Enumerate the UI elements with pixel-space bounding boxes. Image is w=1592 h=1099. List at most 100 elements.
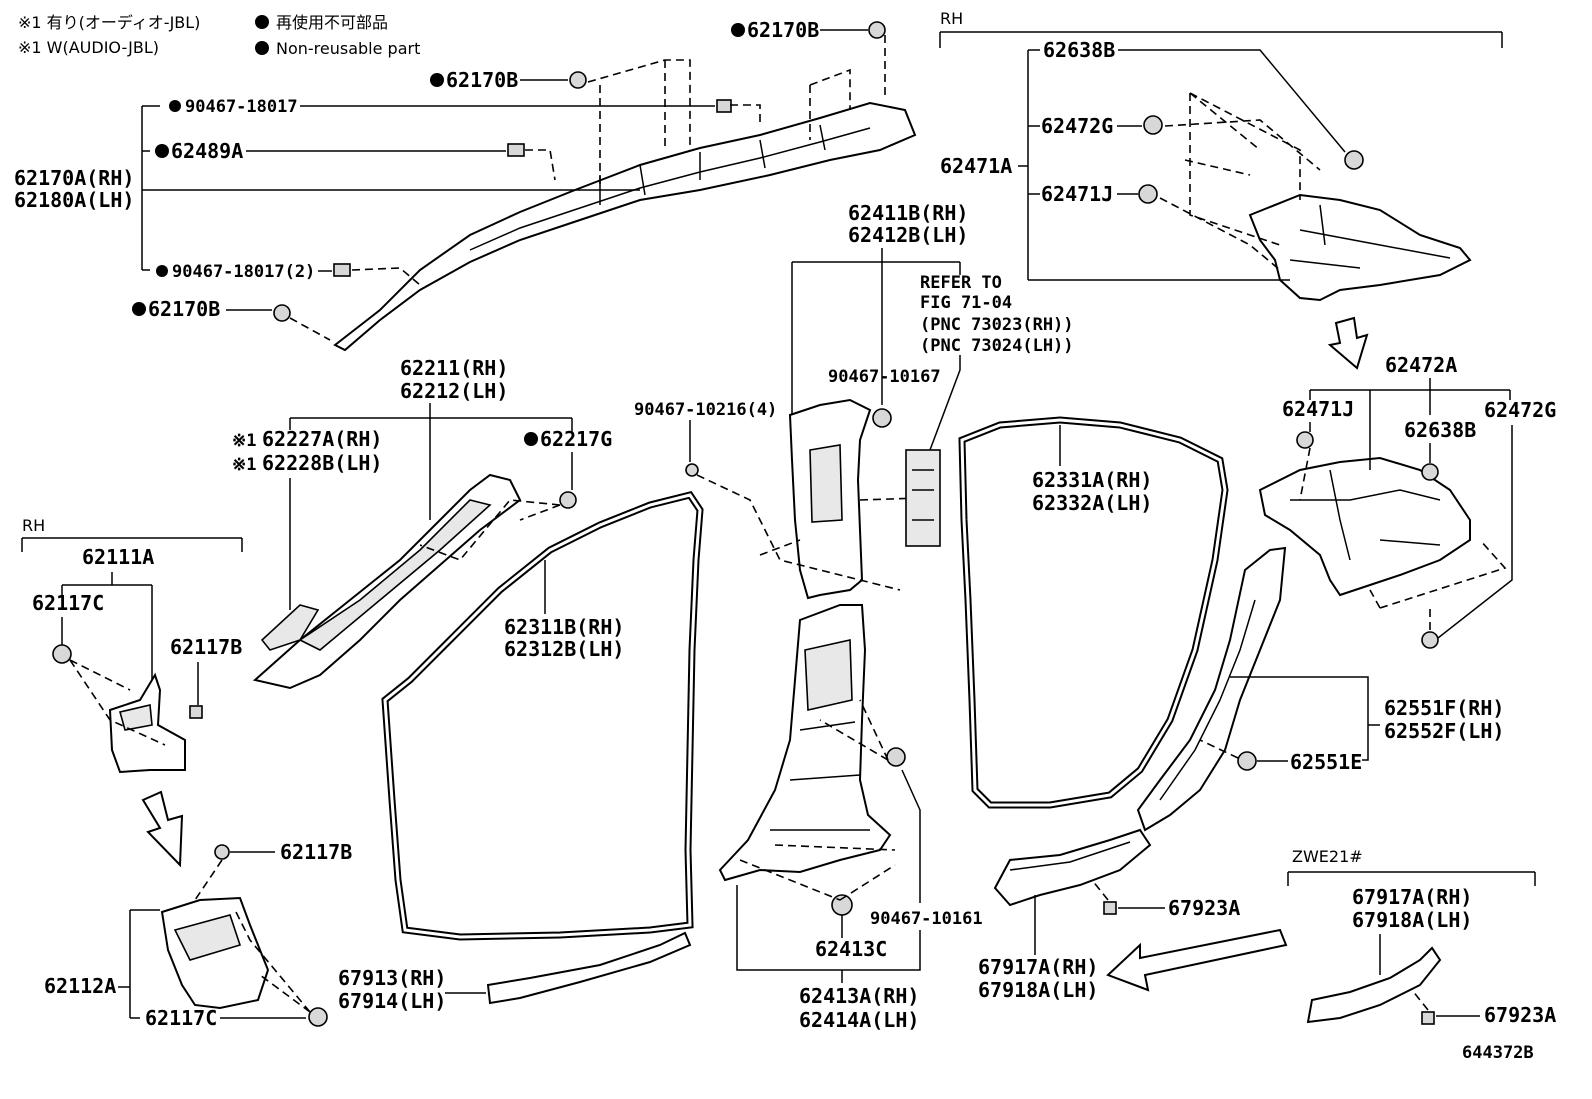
label-67914: 67914(LH) bbox=[338, 989, 446, 1013]
clip-67923A-right-icon[interactable] bbox=[1421, 1011, 1435, 1025]
label-62212: 62212(LH) bbox=[400, 379, 508, 403]
clip-90467-18017-2-icon[interactable] bbox=[333, 263, 351, 277]
rear-door-weatherstrip-group bbox=[958, 416, 1229, 809]
label-67913: 67913(RH) bbox=[338, 966, 446, 990]
roof-side-garnish-group bbox=[273, 21, 917, 352]
label-62414A: 62414A(LH) bbox=[799, 1008, 919, 1032]
clip-62472G-icon[interactable] bbox=[1143, 115, 1163, 135]
quarter-trim-lower[interactable] bbox=[1258, 456, 1471, 597]
clip-62170B-low-icon[interactable] bbox=[273, 304, 291, 322]
label-62227A: 62227A(RH) bbox=[262, 427, 382, 451]
label-refer-fig: FIG 71-04 bbox=[920, 293, 1012, 313]
label-62117C-top: 62117C bbox=[32, 591, 104, 615]
label-62111A: 62111A bbox=[82, 545, 154, 569]
clip-62117B-top-icon[interactable] bbox=[189, 705, 203, 719]
clip-62471J-mid-icon[interactable] bbox=[1296, 431, 1314, 449]
pillar-panel bbox=[809, 444, 843, 523]
label-62331A: 62331A(RH) bbox=[1032, 468, 1152, 492]
arrow-down-icon bbox=[141, 790, 184, 868]
clip-62117C-top-icon[interactable] bbox=[52, 644, 72, 664]
clip-62117C-low-icon[interactable] bbox=[308, 1007, 328, 1027]
label-62551F: 62551F(RH) bbox=[1384, 696, 1504, 720]
clip-62489A-icon[interactable] bbox=[507, 143, 525, 157]
rear-side-pillar-trim[interactable] bbox=[1136, 546, 1287, 832]
label-62311B: 62311B(RH) bbox=[504, 615, 624, 639]
label-rh-top: RH bbox=[940, 9, 963, 28]
non-reusable-dot-icon bbox=[169, 100, 181, 112]
pillar-garnish-inner bbox=[298, 499, 492, 651]
label-62312B: 62312B(LH) bbox=[504, 637, 624, 661]
label-62117C-low: 62117C bbox=[145, 1006, 217, 1030]
clip-62638B-icon[interactable] bbox=[1344, 150, 1364, 170]
note-jbl-en: ※1 W(AUDIO-JBL) bbox=[18, 38, 159, 57]
label-62552F: 62552F(LH) bbox=[1384, 719, 1504, 743]
label-refer-to: REFER TO bbox=[920, 273, 1002, 293]
clip-62472G-mid-icon[interactable] bbox=[1421, 631, 1439, 649]
label-90467-18017-2: 90467-18017(2) bbox=[172, 262, 315, 282]
non-reusable-dot-icon bbox=[132, 302, 146, 316]
clip-62638B-mid-icon[interactable] bbox=[1421, 463, 1439, 481]
label-62411B: 62411B(RH) bbox=[848, 201, 968, 225]
center-pillar-lower-group bbox=[718, 604, 906, 916]
clip-90467-18017-icon[interactable] bbox=[716, 99, 732, 113]
legend-en: Non-reusable part bbox=[276, 39, 420, 58]
label-67918A-mid: 67918A(LH) bbox=[978, 978, 1098, 1002]
label-62413A: 62413A(RH) bbox=[799, 984, 919, 1008]
label-62638B-mid: 62638B bbox=[1404, 418, 1476, 442]
label-67923A-mid: 67923A bbox=[1168, 896, 1240, 920]
quarter-trim-upper[interactable] bbox=[1248, 193, 1472, 302]
clip-62471J-icon[interactable] bbox=[1138, 184, 1158, 204]
quarter-trim-lower-group bbox=[1258, 431, 1507, 649]
label-62170B-top: 62170B bbox=[747, 18, 819, 42]
label-62551E: 62551E bbox=[1290, 750, 1362, 774]
clip-62551E-icon[interactable] bbox=[1237, 751, 1257, 771]
label-62472G-top: 62472G bbox=[1041, 114, 1113, 138]
clip-90467-10216-icon[interactable] bbox=[685, 463, 699, 477]
label-62170A: 62170A(RH) bbox=[14, 166, 134, 190]
cowl-lower-panel bbox=[173, 914, 242, 961]
label-refer-pnc-rh: (PNC 73023(RH)) bbox=[920, 315, 1074, 335]
label-62217G: 62217G bbox=[540, 427, 612, 451]
clip-62117B-low-icon[interactable] bbox=[214, 844, 230, 860]
non-reusable-dot-icon bbox=[255, 15, 269, 29]
label-62170B-low: 62170B bbox=[148, 297, 220, 321]
non-reusable-dot-icon bbox=[156, 265, 168, 277]
garnish-detail-line bbox=[469, 127, 871, 251]
lower-pillar-panel bbox=[804, 639, 853, 711]
speaker-grille[interactable] bbox=[260, 604, 320, 651]
roof-side-garnish[interactable] bbox=[333, 101, 917, 352]
label-refer-pnc-lh: (PNC 73024(LH)) bbox=[920, 336, 1074, 356]
arrow-left-icon bbox=[1106, 928, 1288, 992]
clip-90467-10161-icon[interactable] bbox=[886, 747, 906, 767]
legend-jp: 再使用不可部品 bbox=[276, 13, 388, 32]
label-90467-10161: 90467-10161 bbox=[870, 909, 983, 929]
label-62471A: 62471A bbox=[940, 154, 1012, 178]
center-pillar-lower-garnish[interactable] bbox=[718, 604, 892, 882]
label-62211: 62211(RH) bbox=[400, 356, 508, 380]
label-67917A-right: 67917A(RH) bbox=[1352, 885, 1472, 909]
label-62413C: 62413C bbox=[815, 937, 887, 961]
arrow-down-icon bbox=[1327, 316, 1369, 370]
label-62471J-top: 62471J bbox=[1041, 182, 1113, 206]
figure-number: 644372B bbox=[1462, 1043, 1534, 1063]
front-pillar-group bbox=[252, 473, 577, 690]
label-90467-10167: 90467-10167 bbox=[828, 367, 941, 387]
rear-scuff-plate[interactable] bbox=[993, 828, 1152, 907]
label-62412B: 62412B(LH) bbox=[848, 223, 968, 247]
front-scuff-plate[interactable] bbox=[486, 931, 692, 1005]
clip-90467-10167-icon[interactable] bbox=[872, 408, 892, 428]
label-62117B-top: 62117B bbox=[170, 635, 242, 659]
seatbelt-cover[interactable] bbox=[905, 449, 941, 547]
clip-62170B-mid-icon[interactable] bbox=[569, 71, 587, 89]
label-note-mark-1: ※1 bbox=[232, 431, 256, 451]
label-62180A: 62180A(LH) bbox=[14, 188, 134, 212]
non-reusable-dot-icon bbox=[255, 41, 269, 55]
zwe-scuff-plate[interactable] bbox=[1306, 946, 1442, 1024]
label-62112A: 62112A bbox=[44, 974, 116, 998]
cowl-side-upper-group bbox=[52, 644, 203, 774]
clip-62217G-icon[interactable] bbox=[559, 491, 577, 509]
clip-67923A-mid-icon[interactable] bbox=[1103, 901, 1117, 915]
label-62228B: 62228B(LH) bbox=[262, 451, 382, 475]
clip-62170B-top-icon[interactable] bbox=[868, 21, 886, 39]
